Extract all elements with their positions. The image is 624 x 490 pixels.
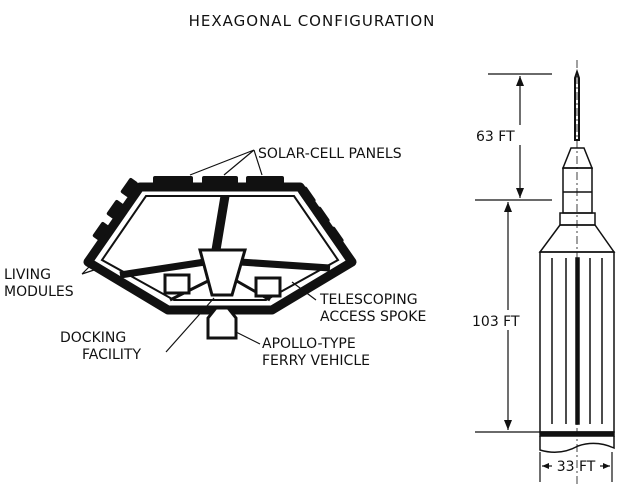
space-station-drawing [81,149,357,353]
label-facility: FACILITY [82,347,141,363]
label-modules: MODULES [4,284,74,300]
diagram-title: HEXAGONAL CONFIGURATION [189,12,436,30]
apollo-ferry-vehicle [206,306,238,340]
living-module [254,276,282,298]
hexagonal-ring [83,182,357,315]
label-docking: DOCKING [60,330,126,346]
launch-vehicle-drawing [538,60,616,484]
solar-cell-panels [92,176,344,246]
label-telescoping: TELESCOPING [319,292,418,308]
dimension-103ft: 103 FT [472,314,520,330]
living-module [163,273,191,295]
label-apollo-type: APOLLO-TYPE [262,336,356,352]
label-living: LIVING [4,267,51,283]
dimension-63ft: 63 FT [476,129,515,145]
label-access-spoke: ACCESS SPOKE [320,309,426,325]
label-ferry-vehicle: FERRY VEHICLE [262,353,370,369]
central-hub [198,248,247,297]
dimension-33ft: 33 FT [557,459,596,475]
label-solar-cell-panels: SOLAR-CELL PANELS [258,146,402,162]
